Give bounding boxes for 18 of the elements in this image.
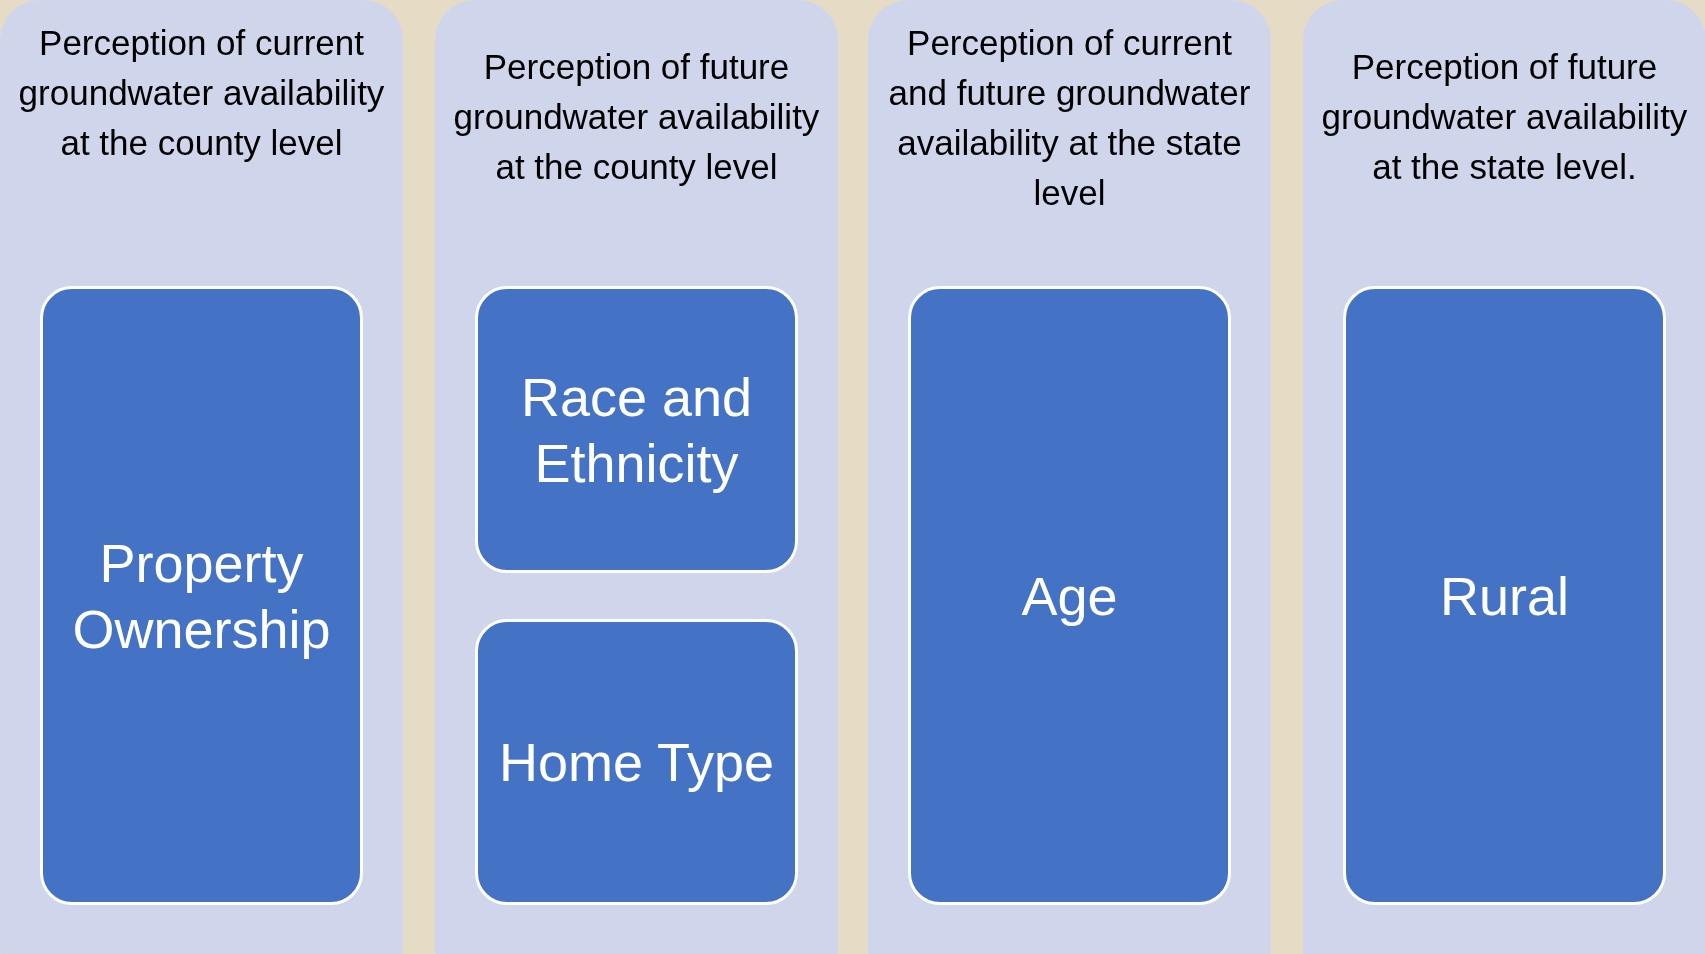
column-heading: Perception of current and future groundwater availability at the state level xyxy=(887,22,1252,214)
factor-label: Age xyxy=(1020,564,1119,628)
factor-label: Race and Ethnicity xyxy=(519,365,754,495)
column-panel xyxy=(0,0,403,954)
column-heading: Perception of future groundwater availability at the state level. xyxy=(1320,46,1689,188)
factor-box xyxy=(908,286,1231,905)
factor-label: Home Type xyxy=(497,731,776,794)
factor-box xyxy=(475,619,798,905)
column-heading: Perception of future groundwater availability at the county level xyxy=(452,46,821,188)
column-heading: Perception of current groundwater availability at the county level xyxy=(17,22,386,164)
column-panel xyxy=(868,0,1271,954)
factor-label: Property Ownership xyxy=(71,531,332,661)
column-panel xyxy=(435,0,838,954)
factor-box xyxy=(1343,286,1666,905)
column-panel xyxy=(1303,0,1705,954)
factor-box xyxy=(40,286,363,905)
factor-box xyxy=(475,286,798,573)
factor-label: Rural xyxy=(1438,564,1570,628)
